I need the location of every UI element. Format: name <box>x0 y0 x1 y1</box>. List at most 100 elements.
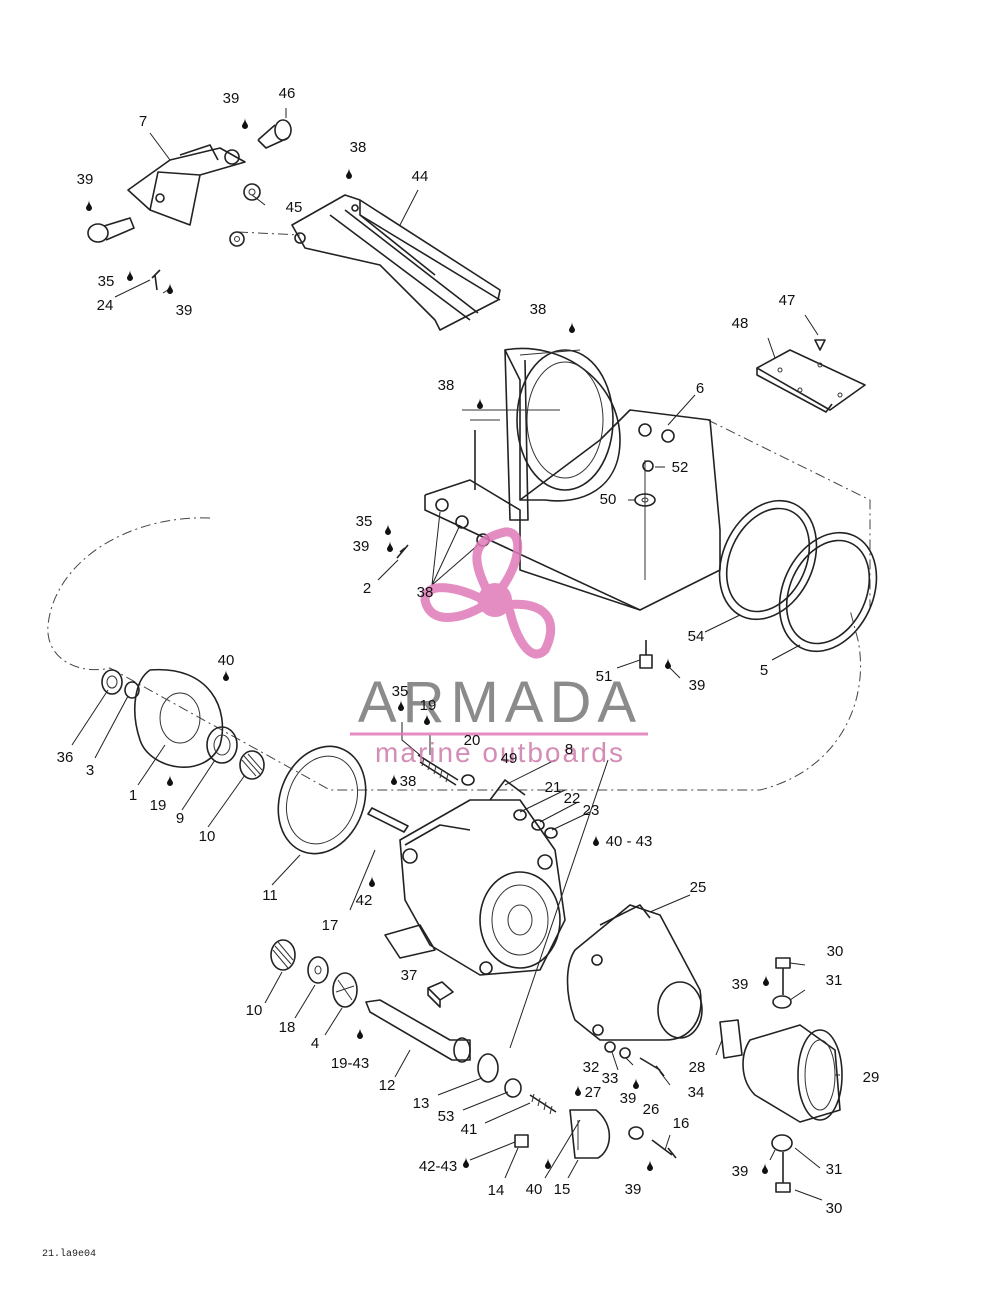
drive-shaft-12 <box>365 999 471 1063</box>
part-callout-8: 8 <box>565 741 573 758</box>
drop-icon <box>127 270 133 281</box>
part-callout-53: 53 <box>438 1108 455 1125</box>
plug-14 <box>514 1134 529 1148</box>
watermark-logo: ARMADA marine outboards <box>350 527 648 768</box>
steering-arm-44 <box>291 194 501 331</box>
part-callout-42: 42 <box>356 892 373 909</box>
washer-22 <box>531 819 545 831</box>
part-callout-19-43: 19-43 <box>331 1055 369 1072</box>
part-callout-54: 54 <box>688 628 705 645</box>
drop-icon <box>167 775 173 786</box>
nozzle-29 <box>742 1024 843 1123</box>
anode-37 <box>427 981 454 1008</box>
drop-icon <box>647 1160 653 1171</box>
bracket-reference-line <box>707 419 871 610</box>
oring-13 <box>477 1053 499 1083</box>
part-callout-38: 38 <box>417 584 434 601</box>
needle-bearing-10-lower <box>270 939 296 971</box>
part-callout-35: 35 <box>356 513 373 530</box>
part-callout-40: 40 <box>218 652 235 669</box>
part-callout-41: 41 <box>461 1121 478 1138</box>
part-callout-39: 39 <box>77 171 94 188</box>
drop-icon <box>167 283 173 294</box>
part-callout-10: 10 <box>199 828 216 845</box>
drop-icon <box>763 975 769 986</box>
drop-icon <box>223 670 229 681</box>
part-callout-38: 38 <box>400 773 417 790</box>
drop-icon <box>357 1028 363 1039</box>
part-callout-31: 31 <box>826 972 843 989</box>
part-callout-50: 50 <box>600 491 617 508</box>
drop-icon <box>387 541 393 552</box>
drop-icon <box>398 700 404 711</box>
part-callout-14: 14 <box>488 1182 505 1199</box>
bolt-46 <box>257 119 292 149</box>
drop-icon <box>391 774 397 785</box>
ring-54 <box>718 499 818 621</box>
part-callout-21: 21 <box>545 779 562 796</box>
part-callout-18: 18 <box>279 1019 296 1036</box>
part-callout-37: 37 <box>401 967 418 984</box>
cover-1 <box>134 668 224 768</box>
drop-icon <box>463 1157 469 1168</box>
cap-15 <box>569 1109 611 1159</box>
support-bracket-7 <box>127 144 246 226</box>
pump-housing-8 <box>384 779 566 976</box>
adhesive-drop-symbols <box>86 118 769 1174</box>
part-callout-32: 32 <box>583 1059 600 1076</box>
part-callout-35: 35 <box>392 683 409 700</box>
part-callout-11: 11 <box>262 887 278 904</box>
stud-17 <box>367 807 409 833</box>
part-callout-23: 23 <box>583 802 600 819</box>
part-callout-29: 29 <box>863 1069 880 1086</box>
washer-21 <box>513 809 527 821</box>
spring-41 <box>529 1093 557 1115</box>
screw-47 <box>814 339 826 351</box>
drop-icon <box>665 658 671 669</box>
washer-33 <box>619 1047 631 1059</box>
part-callout-47: 47 <box>779 292 796 309</box>
drop-icon <box>593 835 599 846</box>
drop-icon <box>477 398 483 409</box>
nut-23 <box>544 827 558 839</box>
washer-31-lower <box>771 1134 793 1152</box>
part-callout-39: 39 <box>689 677 706 694</box>
part-callout-17: 17 <box>322 917 339 934</box>
part-callout-38: 38 <box>350 139 367 156</box>
part-callout-30: 30 <box>827 943 844 960</box>
part-callout-39: 39 <box>732 976 749 993</box>
part-callout-38: 38 <box>438 377 455 394</box>
part-callout-45: 45 <box>286 199 303 216</box>
propeller-icon <box>420 527 556 659</box>
seal-36 <box>101 669 123 695</box>
drop-icon <box>369 876 375 887</box>
screw-2 <box>396 544 409 559</box>
part-callout-5: 5 <box>760 662 768 679</box>
drop-icon <box>346 168 352 179</box>
bolt-left <box>87 217 135 243</box>
part-callout-16: 16 <box>673 1115 690 1132</box>
drop-icon <box>633 1078 639 1089</box>
venturi-25 <box>566 904 703 1041</box>
part-callout-39: 39 <box>176 302 193 319</box>
part-callout-44: 44 <box>412 168 429 185</box>
upper-link-line <box>237 231 301 236</box>
part-callout-3: 3 <box>86 762 94 779</box>
part-callout-39: 39 <box>732 1163 749 1180</box>
part-callout-46: 46 <box>279 85 296 102</box>
part-callout-15: 15 <box>554 1181 571 1198</box>
part-callout-42-43: 42-43 <box>419 1158 457 1175</box>
part-callout-39: 39 <box>625 1181 642 1198</box>
part-callout-27: 27 <box>585 1084 602 1101</box>
part-callout-9: 9 <box>176 810 184 827</box>
drop-icon <box>385 524 391 535</box>
part-callout-48: 48 <box>732 315 749 332</box>
part-callout-34: 34 <box>688 1084 705 1101</box>
drop-icon <box>545 1158 551 1169</box>
bolt-51 <box>639 640 653 669</box>
washer-26 <box>628 1126 644 1140</box>
nut-52 <box>642 460 654 472</box>
stud-20 <box>417 754 459 786</box>
part-callout-1: 1 <box>129 787 137 804</box>
